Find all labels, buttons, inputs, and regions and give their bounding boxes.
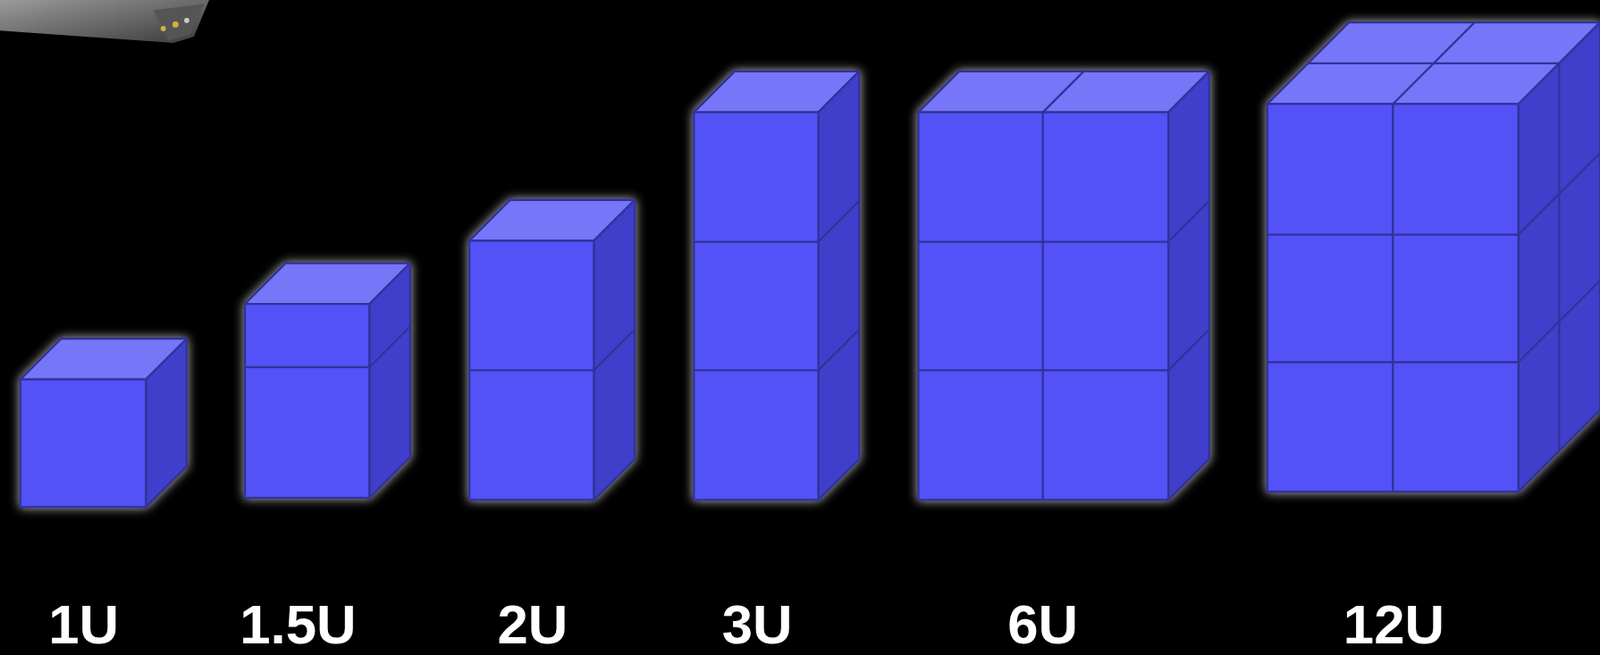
cube-1-5u bbox=[244, 263, 411, 499]
cube-6u bbox=[917, 71, 1209, 500]
cube-1u bbox=[20, 338, 187, 507]
cube-3u bbox=[693, 71, 859, 500]
cube-2u bbox=[469, 200, 635, 501]
size-label: 3U bbox=[722, 597, 793, 653]
size-label: 1U bbox=[48, 597, 119, 653]
size-label: 2U bbox=[497, 597, 569, 653]
device-photo bbox=[0, 0, 210, 43]
cube-12u bbox=[1267, 22, 1600, 492]
size-label: 12U bbox=[1343, 597, 1445, 653]
size-label: 6U bbox=[1007, 597, 1078, 653]
size-label: 1.5U bbox=[239, 597, 356, 653]
